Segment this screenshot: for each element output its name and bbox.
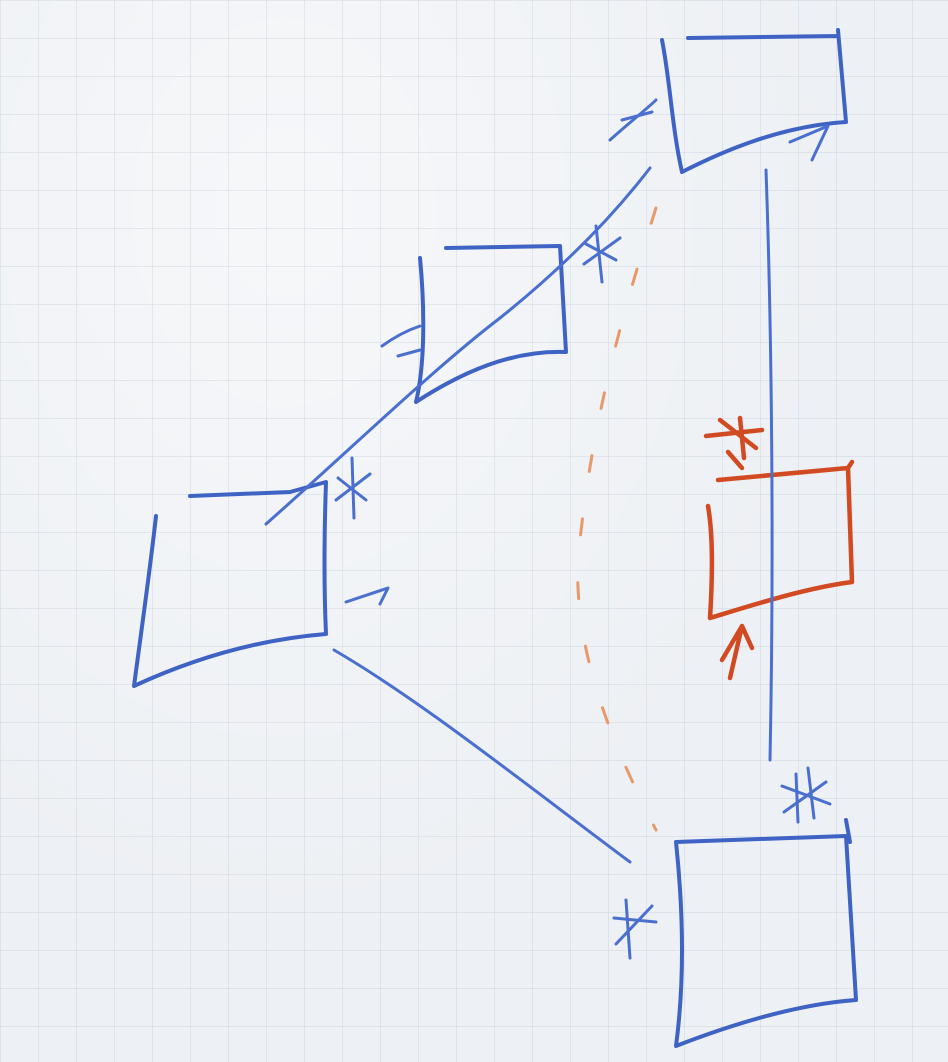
edge-left-to-top: [264, 166, 652, 526]
node-upper-middle: [380, 244, 568, 404]
asterisk-markers: [334, 224, 832, 960]
asterisk-icon: [582, 224, 622, 284]
dashed-edge: [576, 206, 658, 832]
arrowhead-highlighted: [719, 623, 755, 681]
node-bottom: [674, 818, 858, 1048]
tick-left: [344, 586, 390, 606]
asterisk-icon: [334, 456, 372, 520]
asterisk-icon: [703, 415, 765, 471]
node-highlighted: [705, 459, 855, 681]
node-top: [660, 28, 848, 174]
asterisk-icon: [780, 766, 832, 824]
edges: [264, 98, 774, 864]
arrowhead-top: [788, 124, 830, 162]
tick-upper-middle: [380, 324, 422, 358]
tick-top: [608, 98, 658, 142]
asterisk-icon: [612, 898, 658, 960]
edge-top-to-bottom: [764, 168, 774, 762]
edge-left-to-bottom: [332, 648, 632, 864]
node-left: [132, 480, 390, 688]
